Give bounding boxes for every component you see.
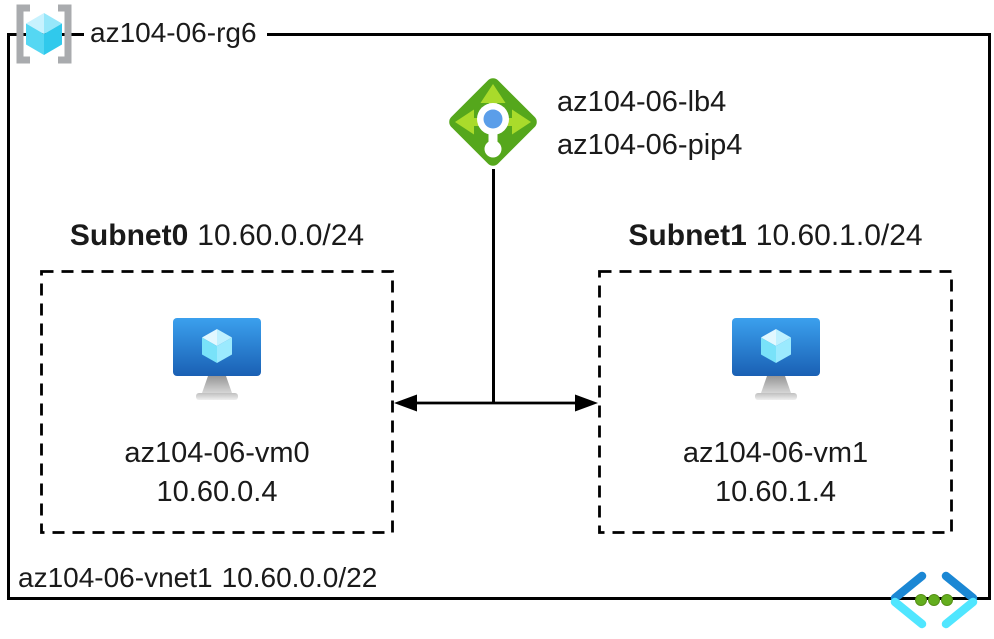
- vm0-name: az104-06-vm0: [124, 437, 310, 469]
- subnet1-cidr: 10.60.1.0/24: [755, 219, 923, 252]
- vm-cube: [761, 329, 791, 363]
- resource-group-icon: [16, 4, 72, 64]
- vm0-ip: 10.60.0.4: [156, 476, 278, 508]
- bracket-right: [58, 4, 72, 64]
- arrowhead-right: [575, 394, 598, 412]
- vm-cube: [202, 329, 232, 363]
- vnet-label: az104-06-vnet1 10.60.0.0/22: [18, 562, 377, 594]
- vm0-icon: [173, 318, 261, 400]
- vnet-cidr: 10.60.0.0/22: [221, 562, 378, 593]
- vm-base: [755, 393, 797, 400]
- vnet-chevrons: [890, 571, 978, 629]
- subnet0-name: Subnet0: [69, 219, 189, 252]
- subnet0-dashed-box: [40, 270, 394, 534]
- bracket-left: [16, 4, 30, 64]
- virtual-network-icon: [890, 571, 978, 629]
- public-ip-name: az104-06-pip4: [557, 129, 743, 161]
- resource-group-boundary: [7, 33, 991, 600]
- load-balancer-icon: [449, 78, 537, 166]
- arrowhead-left: [394, 394, 417, 412]
- vm1-label: az104-06-vm1 10.60.1.4: [599, 434, 952, 512]
- resource-group-label: az104-06-rg6: [84, 15, 267, 51]
- subnet0-cidr: 10.60.0.0/24: [197, 219, 365, 252]
- vnet-name: az104-06-vnet1: [18, 562, 213, 593]
- subnet1-dashed-box: [598, 270, 953, 534]
- lb-center-pin: [477, 103, 509, 158]
- vm1-name: az104-06-vm1: [682, 437, 869, 469]
- vm1-icon: [732, 318, 820, 400]
- vm-stand: [202, 376, 232, 393]
- vm-base: [196, 393, 238, 400]
- cyan-cube: [26, 13, 62, 55]
- vm1-ip: 10.60.1.4: [715, 476, 836, 508]
- vm-stand: [761, 376, 791, 393]
- load-balancer-name: az104-06-lb4: [557, 86, 727, 118]
- vnet-dots: [915, 594, 953, 606]
- subnet1-name: Subnet1: [628, 219, 747, 252]
- vm0-label: az104-06-vm0 10.60.0.4: [41, 434, 393, 512]
